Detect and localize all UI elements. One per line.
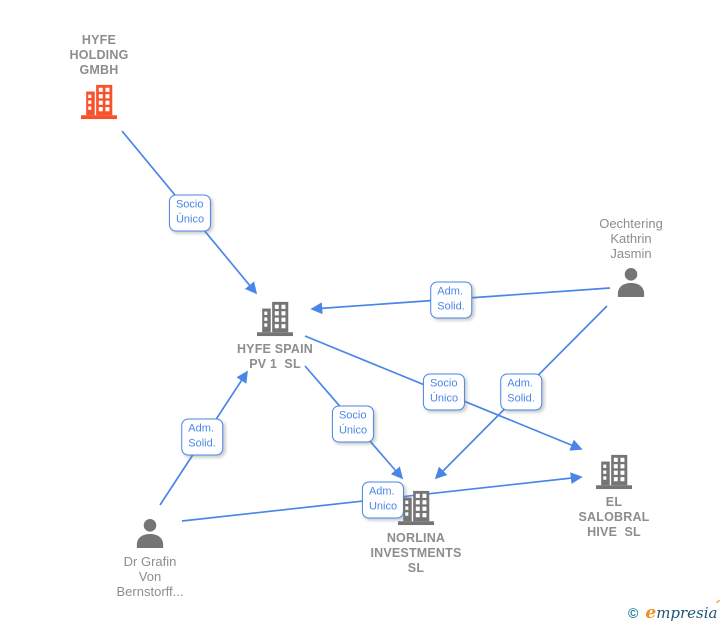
node-label-line: SALOBRAL (578, 510, 650, 524)
copyright-icon: © (628, 605, 639, 621)
node-label-line: HYFE (81, 33, 117, 47)
node-label-line: HOLDING (69, 48, 129, 62)
building-icon (397, 489, 435, 526)
node-label-line: Kathrin (610, 231, 652, 246)
person-icon (616, 266, 646, 298)
edge-label-line: Solid. (507, 392, 535, 405)
node-label-line: Bernstorff... (116, 584, 184, 599)
empresia-logo[interactable]: © empresia´ (628, 599, 720, 623)
node-label-line: GMBH (79, 63, 119, 77)
edge-label-line: Único (175, 213, 205, 226)
brand-first-letter: e (645, 603, 657, 623)
edge-label-line: Unico (368, 500, 398, 513)
node-label-line: SL (407, 561, 425, 575)
edge-label-line: Adm. (507, 377, 533, 390)
edge-label-line: Solid. (188, 437, 216, 450)
edge-label-dr-grafin-to-hyfe-spain: Adm. Solid. (181, 418, 223, 456)
edge-label-line: Solid. (437, 300, 465, 313)
building-icon (80, 83, 118, 120)
node-label-line: Oechtering (599, 216, 663, 231)
edge-label-line: Socio (338, 409, 367, 422)
edge-label-line: Socio (429, 377, 458, 390)
node-label-line: HIVE SL (587, 525, 641, 539)
person-icon (135, 517, 165, 549)
brand-text: empresia´ (645, 599, 720, 623)
brand-accent: ´ (712, 598, 721, 616)
edge-label-line: Adm. (188, 422, 214, 435)
node-label-line: Von (138, 569, 162, 584)
brand-rest: mpresia (656, 604, 718, 622)
edge-label-oechtering-to-norlina: Adm. Solid. (500, 373, 542, 411)
node-label-line: Jasmin (610, 246, 652, 261)
building-icon (595, 453, 633, 490)
node-label-line: Dr Grafin (123, 554, 177, 569)
edge-label-dr-grafin-to-el-salobral: Adm. Unico (361, 481, 405, 519)
edge-label-line: Adm. (437, 285, 463, 298)
node-label-line: NORLINA (386, 531, 446, 545)
building-icon (256, 300, 294, 337)
edge-label-line: Adm. (368, 485, 395, 498)
node-label-line: PV 1 SL (249, 357, 301, 371)
edge-label-line: Único (429, 392, 459, 405)
node-label-line: HYFE SPAIN (236, 342, 314, 356)
node-label-line: INVESTMENTS (370, 546, 462, 560)
edge-label-line: Socio (175, 198, 204, 211)
node-label-line: EL (605, 495, 623, 509)
edge-label-line: Único (338, 424, 368, 437)
edge-label-oechtering-to-hyfe-spain: Adm. Solid. (430, 281, 472, 319)
